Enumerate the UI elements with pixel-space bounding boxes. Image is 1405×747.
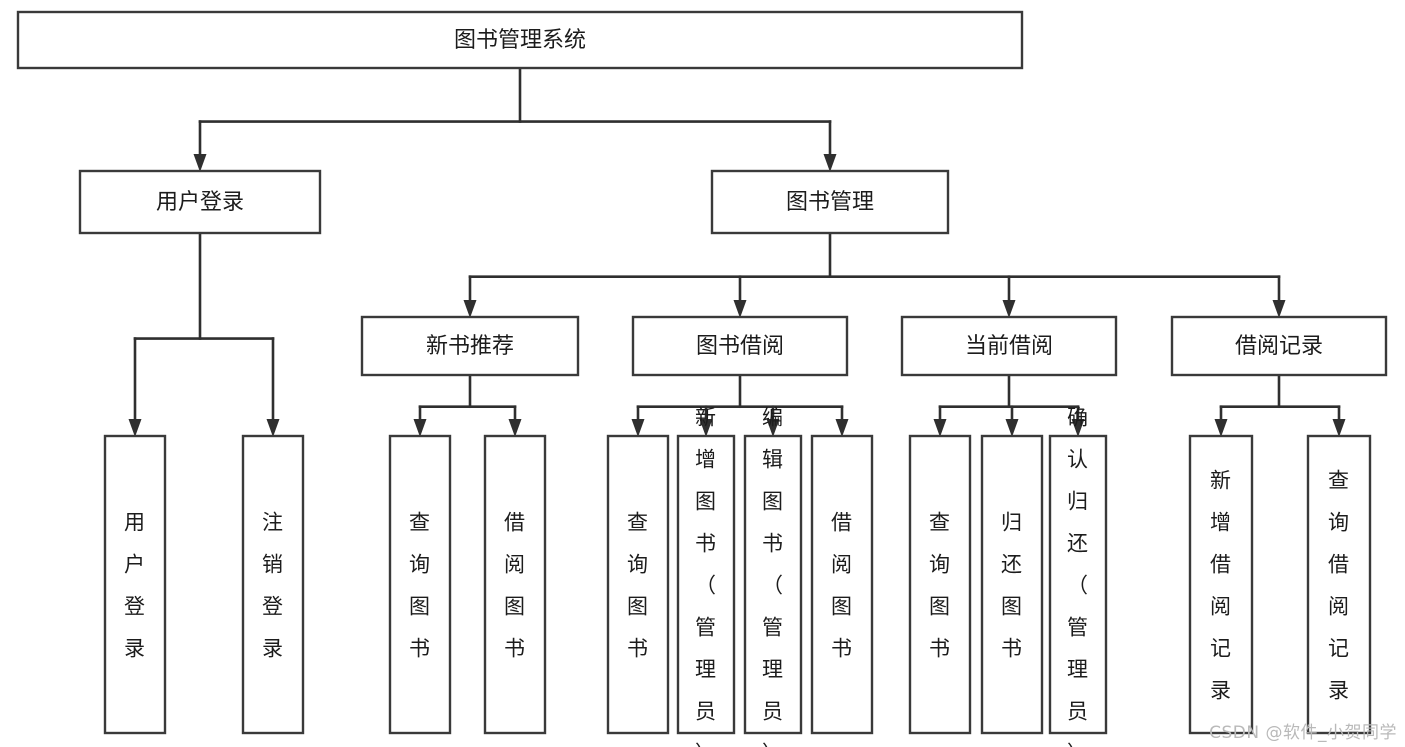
node-l-query-record[interactable]: 查询借阅记录 [1306,434,1372,735]
node-label: 查询借阅记录 [1328,469,1350,703]
node-box [900,315,1118,377]
node-label: 确认归还（管理员） [1067,406,1089,747]
arrow-head-icon [766,419,780,437]
node-label: 图书管理系统 [454,28,586,53]
node-box [360,315,580,377]
node-label: 注销登录 [262,511,284,661]
node-label: 用户登录 [124,511,146,661]
node-box [1188,434,1254,735]
node-l-query-book-2[interactable]: 查询图书 [606,434,670,735]
node-label: 借阅记录 [1235,334,1323,359]
node-box [78,169,322,235]
node-label: 图书借阅 [696,334,784,359]
arrow-head-icon [835,419,849,437]
node-l-borrow-book-2[interactable]: 借阅图书 [810,434,874,735]
node-l-borrow-book-1[interactable]: 借阅图书 [483,434,547,735]
node-box [980,434,1044,735]
arrow-head-icon [1002,300,1016,318]
arrow-head-icon [631,419,645,437]
arrow-head-icon [463,300,477,318]
node-l-user-login[interactable]: 用户登录 [103,434,167,735]
node-n-current-borrow[interactable]: 当前借阅 [900,315,1118,377]
node-box [16,10,1024,70]
node-box [1048,434,1108,735]
node-root[interactable]: 图书管理系统 [16,10,1024,70]
node-label: 图书管理 [786,190,874,215]
node-label: 编辑图书（管理员） [762,406,784,747]
node-label: 新增图书（管理员） [695,406,717,747]
node-label: 新增借阅记录 [1210,469,1232,703]
node-label: 归还图书 [1001,511,1023,661]
node-box [810,434,874,735]
arrow-head-icon [1272,300,1286,318]
arrow-head-icon [733,300,747,318]
connector-layer [128,66,1346,437]
node-l-confirm-return[interactable]: 确认归还（管理员） [1048,406,1108,747]
node-box [388,434,452,735]
node-label: 当前借阅 [965,334,1053,359]
node-label: 用户登录 [156,190,244,215]
node-n-user-login[interactable]: 用户登录 [78,169,322,235]
node-label: 查询图书 [409,511,431,661]
arrow-head-icon [1332,419,1346,437]
node-box [1306,434,1372,735]
arrow-head-icon [823,154,837,172]
node-l-edit-book[interactable]: 编辑图书（管理员） [743,406,803,747]
node-l-add-record[interactable]: 新增借阅记录 [1188,434,1254,735]
node-label: 借阅图书 [504,511,526,661]
arrow-head-icon [699,419,713,437]
arrow-head-icon [193,154,207,172]
node-label: 新书推荐 [426,334,514,359]
arrow-head-icon [933,419,947,437]
node-n-book-mgmt[interactable]: 图书管理 [710,169,950,235]
arrow-head-icon [1214,419,1228,437]
node-label: 查询图书 [929,511,951,661]
arrow-head-icon [1005,419,1019,437]
arrow-head-icon [508,419,522,437]
node-box [676,434,736,735]
node-box [606,434,670,735]
node-l-user-logout[interactable]: 注销登录 [241,434,305,735]
node-box [710,169,950,235]
node-l-return-book[interactable]: 归还图书 [980,434,1044,735]
node-n-borrow-record[interactable]: 借阅记录 [1170,315,1388,377]
node-l-query-book-3[interactable]: 查询图书 [908,434,972,735]
node-box [631,315,849,377]
node-l-add-book[interactable]: 新增图书（管理员） [676,406,736,747]
node-l-query-book-1[interactable]: 查询图书 [388,434,452,735]
arrow-head-icon [128,419,142,437]
node-box [241,434,305,735]
node-n-new-book-rec[interactable]: 新书推荐 [360,315,580,377]
node-box [1170,315,1388,377]
arrow-head-icon [266,419,280,437]
node-box [483,434,547,735]
node-label: 查询图书 [627,511,649,661]
arrow-head-icon [413,419,427,437]
node-label: 借阅图书 [831,511,853,661]
node-n-book-borrow[interactable]: 图书借阅 [631,315,849,377]
node-layer: 图书管理系统用户登录图书管理新书推荐图书借阅当前借阅借阅记录用户登录注销登录查询… [16,10,1388,747]
arrow-head-icon [1071,419,1085,437]
node-box [908,434,972,735]
node-box [103,434,167,735]
node-box [743,434,803,735]
